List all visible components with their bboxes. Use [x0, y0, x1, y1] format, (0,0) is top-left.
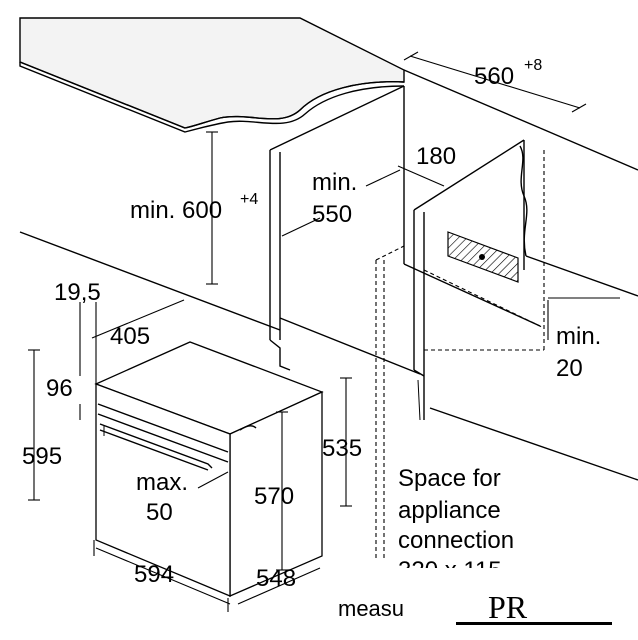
countertop	[19, 17, 405, 133]
niche-height-tolerance: +4	[240, 191, 258, 208]
pr-logo: PR	[456, 589, 612, 625]
front-depth-label: 405	[110, 323, 150, 350]
connection-note-line2: appliance	[398, 497, 501, 524]
connection-note-line4-clip: 320 x 115	[398, 557, 502, 584]
niche-depth-line1: min.	[312, 169, 357, 196]
door-label-line2: 50	[146, 499, 173, 526]
top-offset-label: 96	[46, 375, 73, 402]
door-label-line1: max.	[136, 469, 188, 496]
oven-width-label: 594	[134, 561, 174, 588]
dimension-lines	[28, 51, 620, 612]
cabinet-niche	[269, 85, 541, 421]
oven-depth-label: 548	[256, 565, 296, 592]
rear-gap-line2: 20	[556, 355, 583, 382]
niche-width-label: 560	[474, 63, 514, 90]
vent-gap-label: 180	[416, 143, 456, 170]
connection-note-line4: 320 x 115	[398, 557, 502, 584]
footer-fragment: measu	[338, 596, 404, 621]
front-overhang-label: 19,5	[54, 279, 101, 306]
rear-gap-line1: min.	[556, 323, 601, 350]
inner-height-label: 570	[254, 483, 294, 510]
oven-height-label: 595	[22, 443, 62, 470]
logo-text: PR	[488, 589, 528, 625]
connection-space-outline	[375, 150, 545, 560]
oven	[94, 341, 324, 597]
vent-area	[447, 231, 519, 283]
connection-note-line3: connection	[398, 527, 514, 554]
niche-height-label: min. 600	[130, 197, 222, 224]
connection-note-line1: Space for	[398, 465, 501, 492]
oven-body-height-label: 535	[322, 435, 362, 462]
niche-width-tolerance: +8	[524, 57, 542, 74]
niche-depth-line2: 550	[312, 201, 352, 228]
